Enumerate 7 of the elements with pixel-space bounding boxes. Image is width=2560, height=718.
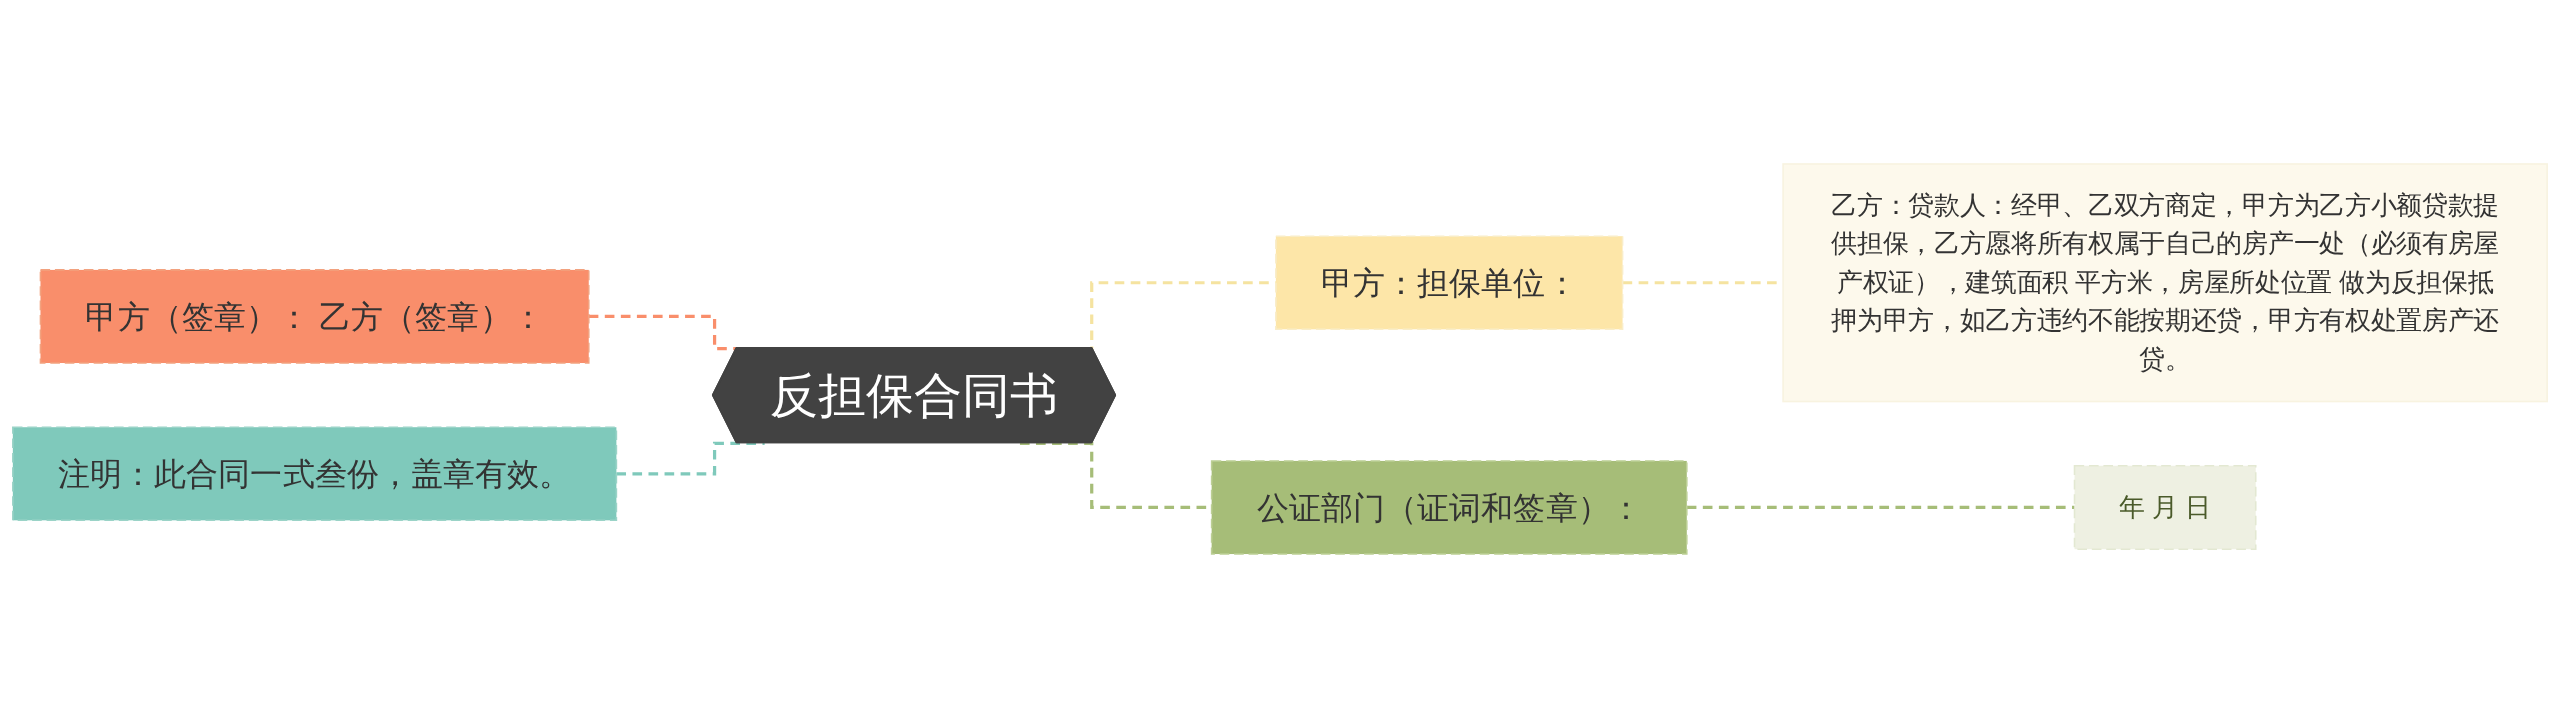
node-box: 公证部门（证词和签章）： bbox=[1210, 460, 1688, 555]
node-box: 年 月 日 bbox=[2073, 464, 2257, 550]
connector bbox=[616, 441, 765, 476]
node-box: 注明：此合同一式叁份，盖章有效。 bbox=[12, 426, 618, 522]
node-box: 甲方：担保单位： bbox=[1275, 235, 1624, 331]
node-box: 甲方（签章）： 乙方（签章）： bbox=[39, 269, 590, 364]
node-box: 乙方：贷款人：经甲、乙双方商定，甲方为乙方小额贷款提供担保，乙方愿将所有权属于自己的房产一处（必须有房屋产权证），建筑面积 平方米，房屋所处位置 做为反担保抵押为甲方，如乙方违约不能按期还贷，甲方有权处置房产还贷。 bbox=[1782, 163, 2548, 403]
